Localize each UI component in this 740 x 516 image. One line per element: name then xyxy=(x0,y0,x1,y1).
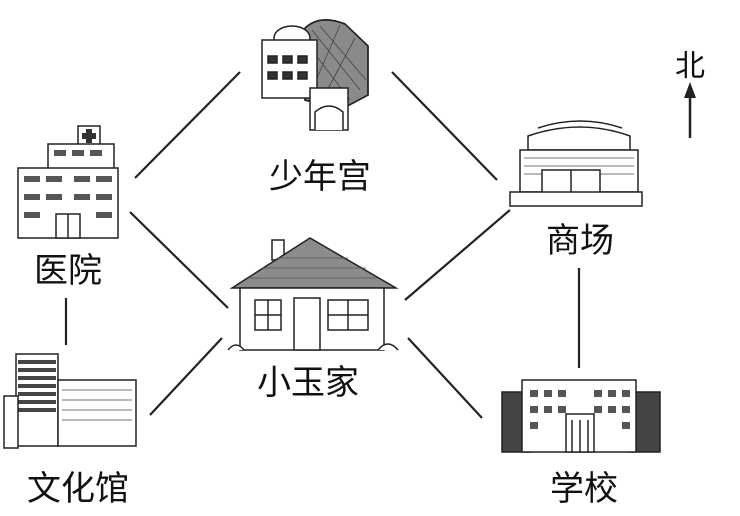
roads xyxy=(64,71,581,419)
hospital-label: 医院 xyxy=(34,251,102,291)
north-label: 北 xyxy=(675,49,705,84)
youth-palace-building xyxy=(261,19,369,131)
mall-building xyxy=(509,120,643,207)
road-home-mall xyxy=(404,209,511,301)
road-home-school xyxy=(407,337,483,419)
road-hospital-home xyxy=(129,211,229,309)
home-building xyxy=(227,237,399,351)
road-youth-palace-mall xyxy=(391,71,498,181)
library-building xyxy=(3,353,137,449)
youth-palace-label: 少年宫 xyxy=(269,157,371,197)
hospital-building xyxy=(17,125,119,239)
north-arrow xyxy=(684,82,696,138)
road-home-library xyxy=(149,337,223,416)
road-youth-palace-hospital xyxy=(134,71,241,179)
school-label: 学校 xyxy=(550,469,618,509)
mall-label: 商场 xyxy=(546,221,614,261)
home-label: 小玉家 xyxy=(257,363,359,403)
library-label: 文化馆 xyxy=(27,469,129,509)
school-building xyxy=(501,379,661,453)
